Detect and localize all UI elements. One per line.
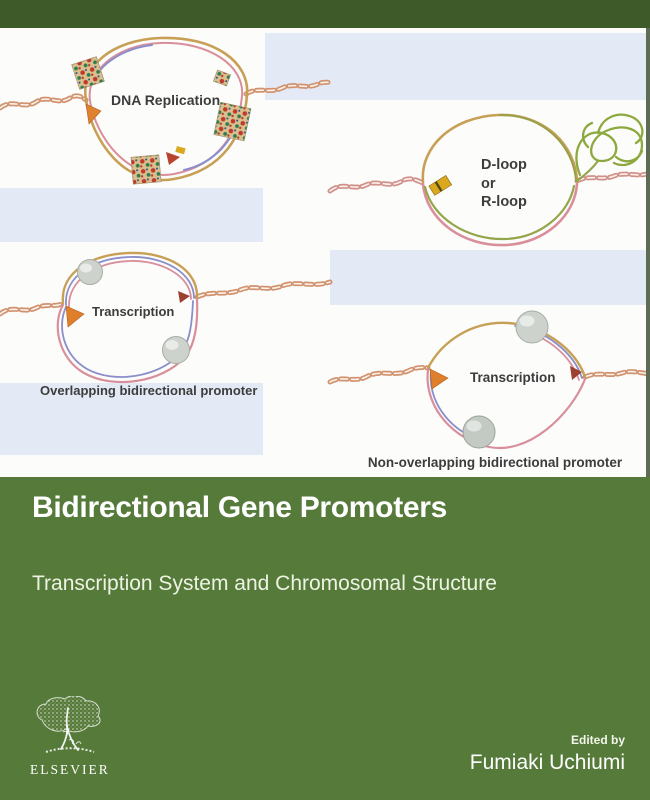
blue-band-top-right (265, 33, 646, 100)
loop-strand-top-pink (68, 260, 192, 308)
promoter-arrow (65, 305, 85, 328)
replication-machinery-square (213, 101, 252, 142)
publisher-name: ELSEVIER (30, 762, 110, 777)
loop-strand-bottom-pink (56, 297, 199, 384)
transcription-non-overlapping-diagram (327, 310, 650, 449)
dna-replication-diagram (0, 36, 333, 185)
blue-band-bottom-left (0, 383, 263, 455)
blue-band-mid-left (0, 188, 263, 242)
d-loop-line: D-loop (481, 157, 527, 173)
chromatin-fiber-left (0, 93, 89, 111)
title-section: Bidirectional Gene Promoters Transcripti… (0, 477, 650, 800)
replication-fork-arrow (85, 103, 102, 125)
small-gold-block (175, 146, 186, 155)
book-subtitle: Transcription System and Chromosomal Str… (32, 572, 497, 595)
top-green-bar (0, 0, 650, 28)
transcription-label-right: Transcription (470, 370, 556, 385)
promoter-arrow-small (570, 366, 582, 380)
polymerase-gold-block (428, 175, 453, 196)
replication-machinery-square-small (212, 69, 232, 87)
rna-tangle (575, 113, 644, 177)
non-overlapping-promoter-caption: Non-overlapping bidirectional promoter (367, 455, 623, 470)
loop-strand-top-tan (426, 321, 587, 379)
chromatin-fiber-left (327, 364, 431, 385)
loop-strand-top-tan (421, 113, 579, 184)
replication-machinery-square (130, 154, 162, 185)
promoter-arrow (429, 368, 449, 390)
promoter-arrow-small (178, 291, 190, 303)
chromatin-fiber-left (327, 176, 426, 194)
replication-machinery-square (71, 56, 105, 90)
publisher-logo-block: ELSEVIER (30, 695, 110, 778)
r-loop-rna-strand (423, 184, 576, 241)
edited-by-label: Edited by (570, 733, 625, 747)
polymerase-sphere (515, 310, 549, 344)
dna-loop-strand-tan (83, 36, 249, 182)
loop-strand-top-purple (65, 256, 195, 306)
polymerase-sphere (462, 415, 496, 449)
loop-strand-bottom-pink (421, 182, 579, 247)
dna-replication-label: DNA Replication (111, 92, 221, 108)
chromatin-fiber-left (0, 300, 66, 317)
or-line: or (481, 175, 496, 192)
loop-strand-top-olive (499, 113, 577, 182)
d-loop-r-loop-diagram (327, 113, 650, 247)
r-loop-line: R-loop (481, 194, 527, 210)
d-loop-r-loop-label: D-loop or R-loop (481, 156, 527, 212)
overlapping-promoter-caption: Overlapping bidirectional promoter (40, 383, 258, 398)
book-title: Bidirectional Gene Promoters (32, 491, 448, 524)
loop-strand-top-tan (61, 251, 199, 305)
polymerase-sphere (77, 259, 103, 285)
transcription-overlapping-diagram (0, 251, 333, 384)
right-edge-green-strip (646, 28, 650, 477)
polymerase-sphere (162, 336, 190, 364)
editor-block: Edited by Fumiaki Uchiumi (470, 733, 625, 775)
small-arrow (166, 152, 180, 165)
editor-name: Fumiaki Uchiumi (469, 751, 625, 774)
elsevier-tree-logo (36, 695, 101, 753)
blue-band-mid-right (330, 250, 646, 305)
transcription-label-left: Transcription (92, 304, 175, 319)
loop-strand-bottom-purple (61, 300, 194, 378)
